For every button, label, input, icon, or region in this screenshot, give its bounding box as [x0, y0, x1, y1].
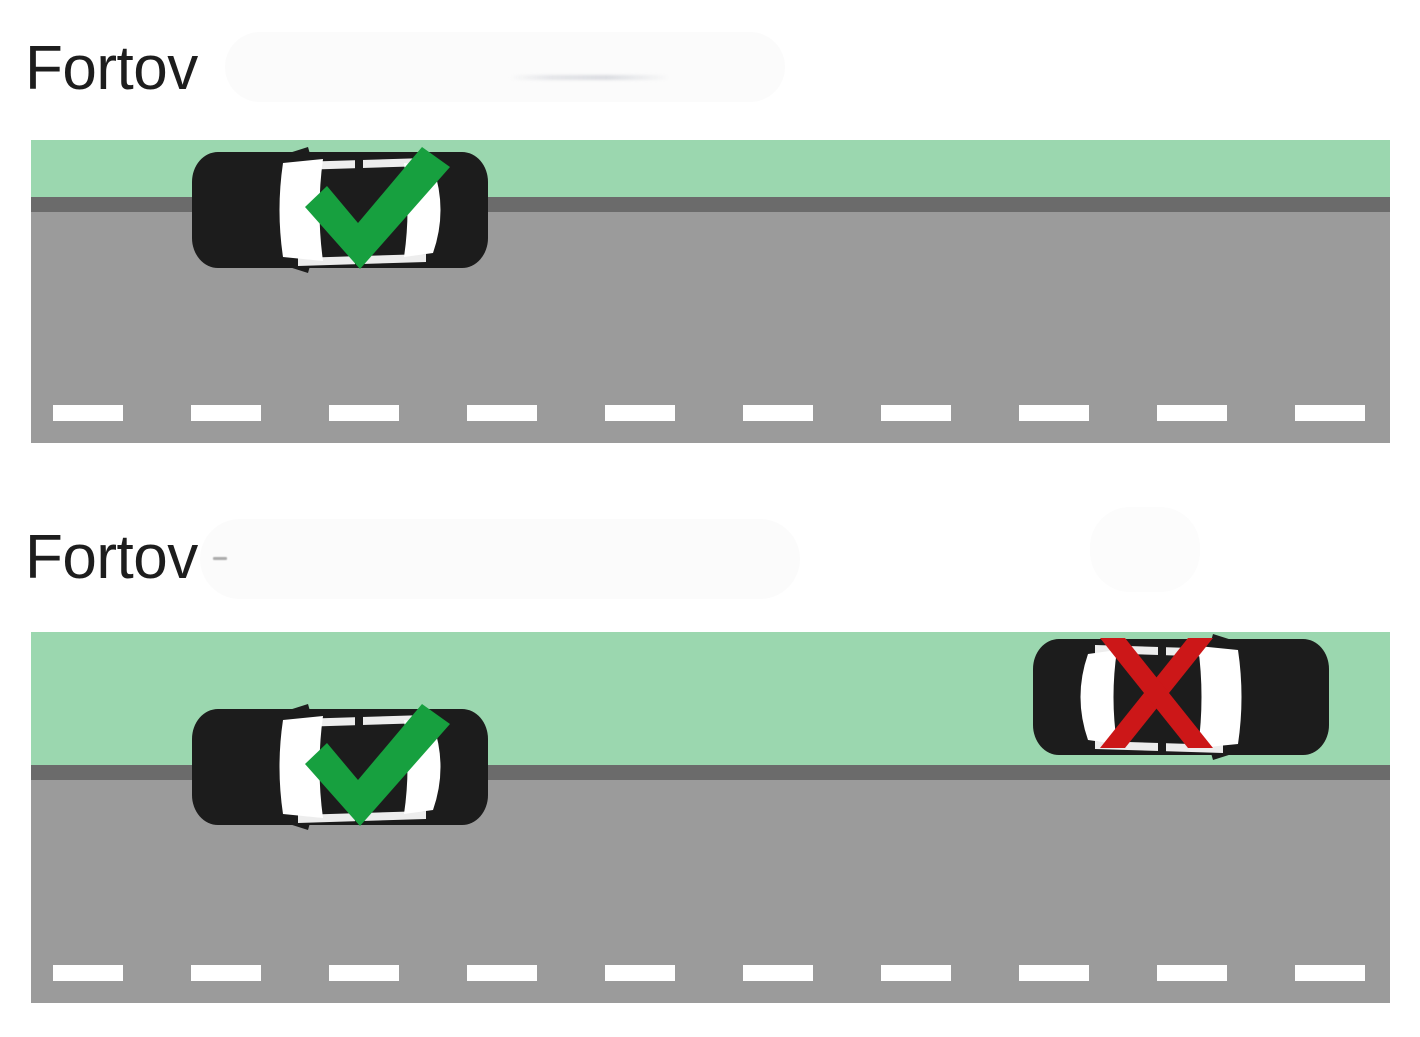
diagram-panel-bottom: Fortov — [0, 497, 1420, 1037]
erased-text-ghost-line-top — [510, 75, 670, 80]
green-check-icon — [305, 704, 450, 826]
lane-dash — [743, 965, 813, 981]
car-wrong-bottom — [1031, 632, 1331, 762]
road-scene-bottom — [31, 632, 1390, 1003]
car-rear-window — [279, 716, 323, 818]
lane-dash — [1157, 965, 1227, 981]
car-rear-window — [1198, 646, 1242, 748]
car-windscreen — [1080, 650, 1117, 744]
lane-dash — [743, 405, 813, 421]
lane-dash — [1019, 405, 1089, 421]
lane-dash — [1019, 965, 1089, 981]
lane-dash — [1157, 405, 1227, 421]
red-cross-icon — [1100, 638, 1213, 748]
lane-dashes-top — [53, 405, 1365, 421]
lane-dash — [605, 405, 675, 421]
lane-dash — [605, 965, 675, 981]
car-rear-window — [279, 159, 323, 261]
diagram-panel-top: Fortov — [0, 0, 1420, 500]
car-correct-bottom — [190, 702, 490, 832]
lane-dash — [1295, 965, 1365, 981]
erased-text-smudge-top — [225, 32, 785, 102]
car-correct-top — [190, 145, 490, 275]
lane-dash — [191, 405, 261, 421]
lane-dash — [53, 405, 123, 421]
lane-dash — [329, 405, 399, 421]
lane-dash — [191, 965, 261, 981]
road-scene-top — [31, 140, 1390, 443]
lane-dash — [467, 405, 537, 421]
lane-dash — [881, 405, 951, 421]
lane-dash — [467, 965, 537, 981]
lane-dash — [1295, 405, 1365, 421]
lane-dashes-bottom — [53, 965, 1365, 981]
panel-top-caption: Fortov — [25, 34, 198, 103]
car-roof-divider — [355, 155, 363, 265]
lane-dash — [329, 965, 399, 981]
green-check-icon — [305, 147, 450, 269]
lane-dash — [881, 965, 951, 981]
panel-bottom-caption: Fortov — [25, 523, 198, 592]
erased-text-smudge-bottom — [200, 519, 800, 599]
erased-circle-smudge-bottom — [1090, 507, 1200, 592]
erased-text-ghost-tick-bottom — [213, 557, 227, 560]
lane-dash — [53, 965, 123, 981]
car-roof-divider — [355, 712, 363, 822]
